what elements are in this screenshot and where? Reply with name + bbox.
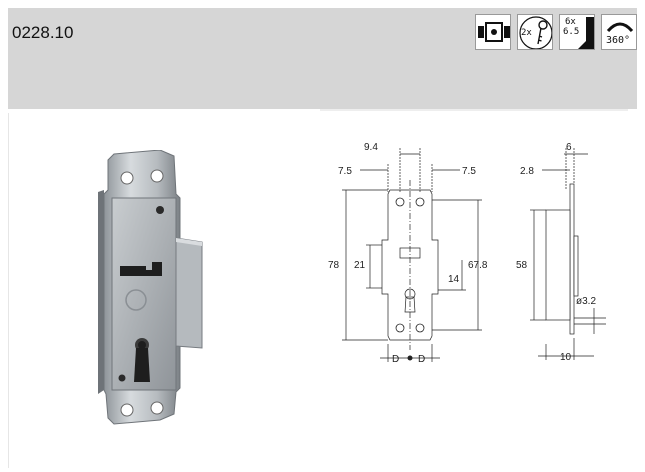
feature-icons: 2x 6x 6.5 360° [475, 14, 637, 50]
lock-body-icon [475, 14, 511, 50]
dim-left-offset: 7.5 [338, 166, 352, 177]
key-count-label: 2x [521, 28, 532, 38]
rotation-360-icon: 360° [601, 14, 637, 50]
dim-right-offset: 7.5 [462, 166, 476, 177]
side-dim-hole: ø3.2 [576, 296, 596, 307]
side-dim-depth: 10 [560, 352, 572, 363]
side-dim-top: 6 [566, 142, 572, 153]
lock-product-image [98, 150, 203, 425]
dim-mid-height: 21 [354, 260, 366, 271]
rotation-label: 360° [606, 35, 631, 46]
side-dim-height: 58 [516, 260, 528, 271]
dim-backset-left: D [392, 354, 399, 365]
header-divider [320, 109, 628, 111]
side-dim-offset: 2.8 [520, 166, 534, 177]
dim-top: 9.4 [364, 142, 378, 153]
dim-keyhole: 14 [448, 274, 460, 285]
dim-height-total: 78 [328, 260, 340, 271]
side-technical-drawing: 6 2.8 58 ø3.2 10 [516, 142, 606, 363]
dim-right-height: 67.8 [468, 260, 488, 271]
size-top-label: 6x [565, 17, 576, 27]
dim-backset-right: D [418, 354, 425, 365]
front-technical-drawing: 9.4 7.5 7.5 78 21 67.8 14 D D [328, 142, 488, 365]
size-bottom-label: 6.5 [563, 27, 580, 37]
square-key-icon: 6x 6.5 [559, 14, 595, 50]
product-code: 0228.10 [12, 23, 74, 42]
key-icon: 2x [517, 14, 553, 50]
